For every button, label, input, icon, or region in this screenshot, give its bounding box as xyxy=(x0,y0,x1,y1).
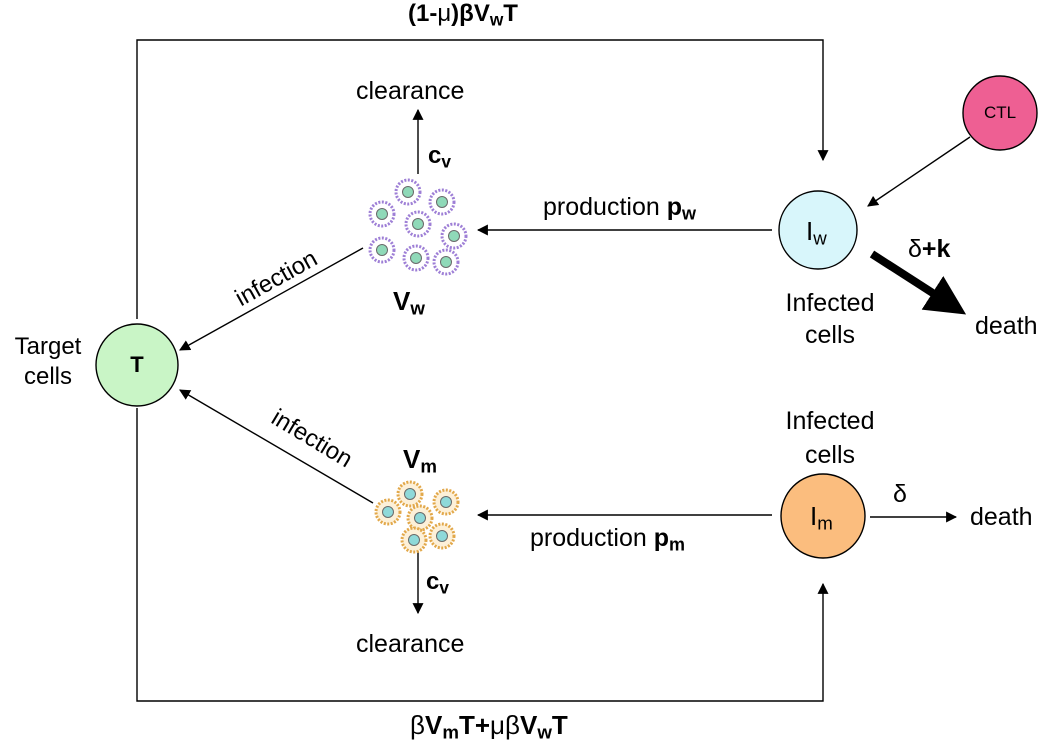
virion-w xyxy=(440,222,468,250)
top-loop-line xyxy=(136,39,829,319)
im-caption-line1: Infected xyxy=(785,407,875,435)
iw-caption: Infected cells xyxy=(760,287,900,351)
target-label-line1: Target xyxy=(14,333,82,360)
virion-m xyxy=(374,498,402,526)
virion-w xyxy=(368,236,396,264)
death-w-label: death xyxy=(975,312,1038,340)
ctl-label: CTL xyxy=(983,103,1017,122)
death-m-rate: δ xyxy=(893,480,907,508)
bottom-loop-line xyxy=(136,408,829,702)
virion-w xyxy=(428,188,456,216)
clearance-top-rate: cv xyxy=(428,142,451,172)
virion-m xyxy=(428,522,456,550)
im-caption-line2: cells xyxy=(804,441,855,469)
im-node xyxy=(780,473,866,559)
target-node xyxy=(95,323,179,407)
iw-caption-line2: cells xyxy=(804,321,855,349)
virion-m xyxy=(396,480,424,508)
production-w-label: production pw xyxy=(543,193,696,224)
im-caption: Infected cells xyxy=(760,404,900,472)
virus-w-cluster xyxy=(368,178,468,276)
target-label-line2: cells xyxy=(23,363,72,390)
clearance-bottom-rate: cv xyxy=(426,568,449,598)
virion-m xyxy=(406,504,434,532)
virus-m-cluster xyxy=(374,480,460,554)
virus-m-label: Vm xyxy=(403,444,437,477)
virion-w xyxy=(402,244,430,272)
iw-caption-line1: Infected xyxy=(785,289,875,317)
virion-w xyxy=(368,200,396,228)
im-node-label: Im xyxy=(810,501,833,534)
target-node-label: T xyxy=(130,352,144,377)
infection-top-arrow xyxy=(179,247,364,351)
target-label: Target cells xyxy=(0,332,96,392)
virion-m xyxy=(400,526,428,554)
iw-node-label: Iw xyxy=(806,216,827,249)
virion-w xyxy=(432,248,460,276)
virion-w xyxy=(404,210,432,238)
iw-node xyxy=(778,190,858,270)
ctl-node xyxy=(962,75,1038,151)
iw-death-arrow xyxy=(869,250,967,315)
clearance-bottom-label: clearance xyxy=(356,630,465,658)
clearance-top-label: clearance xyxy=(356,77,465,105)
ctl-to-iw-arrow xyxy=(867,136,971,207)
infection-bottom-arrow xyxy=(179,389,374,504)
top-flow-label: (1-μ)βVwT xyxy=(408,0,518,30)
bottom-flow-label: βVmT+μβVwT xyxy=(410,710,568,743)
death-w-rate: δ+k xyxy=(908,235,951,263)
virion-w xyxy=(394,178,422,206)
infection-bottom-label: infection xyxy=(267,404,358,473)
virus-w-label: Vw xyxy=(393,286,425,319)
production-m-label: production pm xyxy=(530,524,685,555)
virion-m xyxy=(432,488,460,516)
death-m-label: death xyxy=(970,503,1033,531)
